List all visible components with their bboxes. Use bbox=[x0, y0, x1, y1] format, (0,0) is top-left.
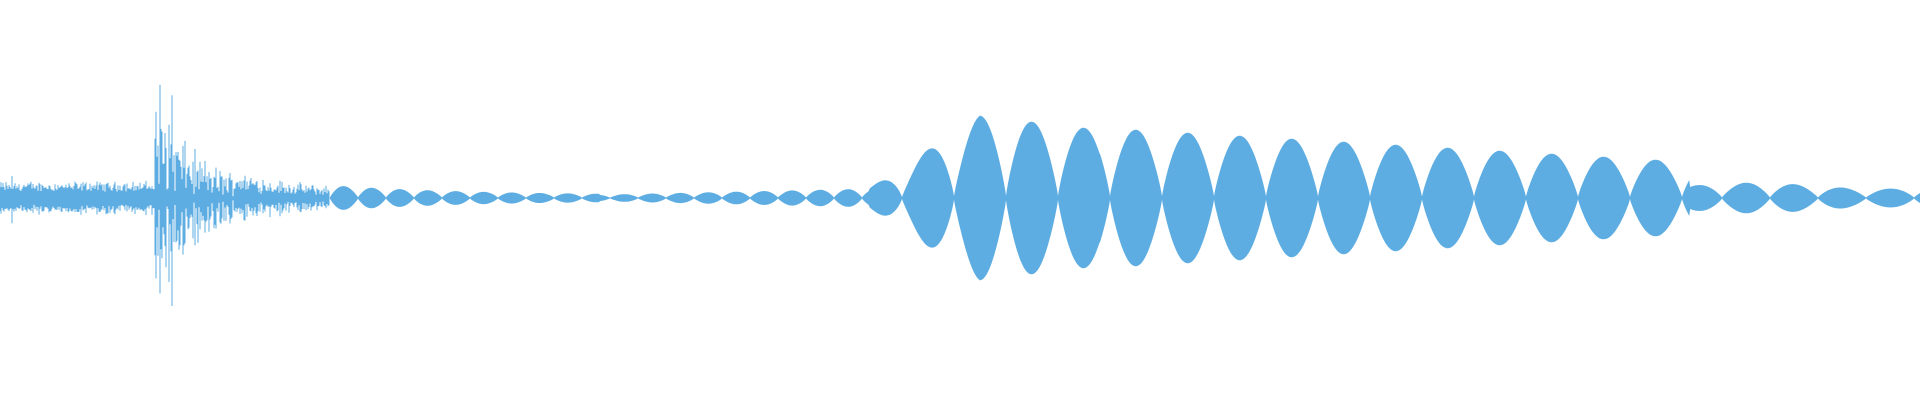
waveform-tone-envelope bbox=[329, 115, 1920, 281]
waveform-noise-section bbox=[0, 84, 330, 306]
waveform-noise-strokes bbox=[0, 84, 330, 306]
